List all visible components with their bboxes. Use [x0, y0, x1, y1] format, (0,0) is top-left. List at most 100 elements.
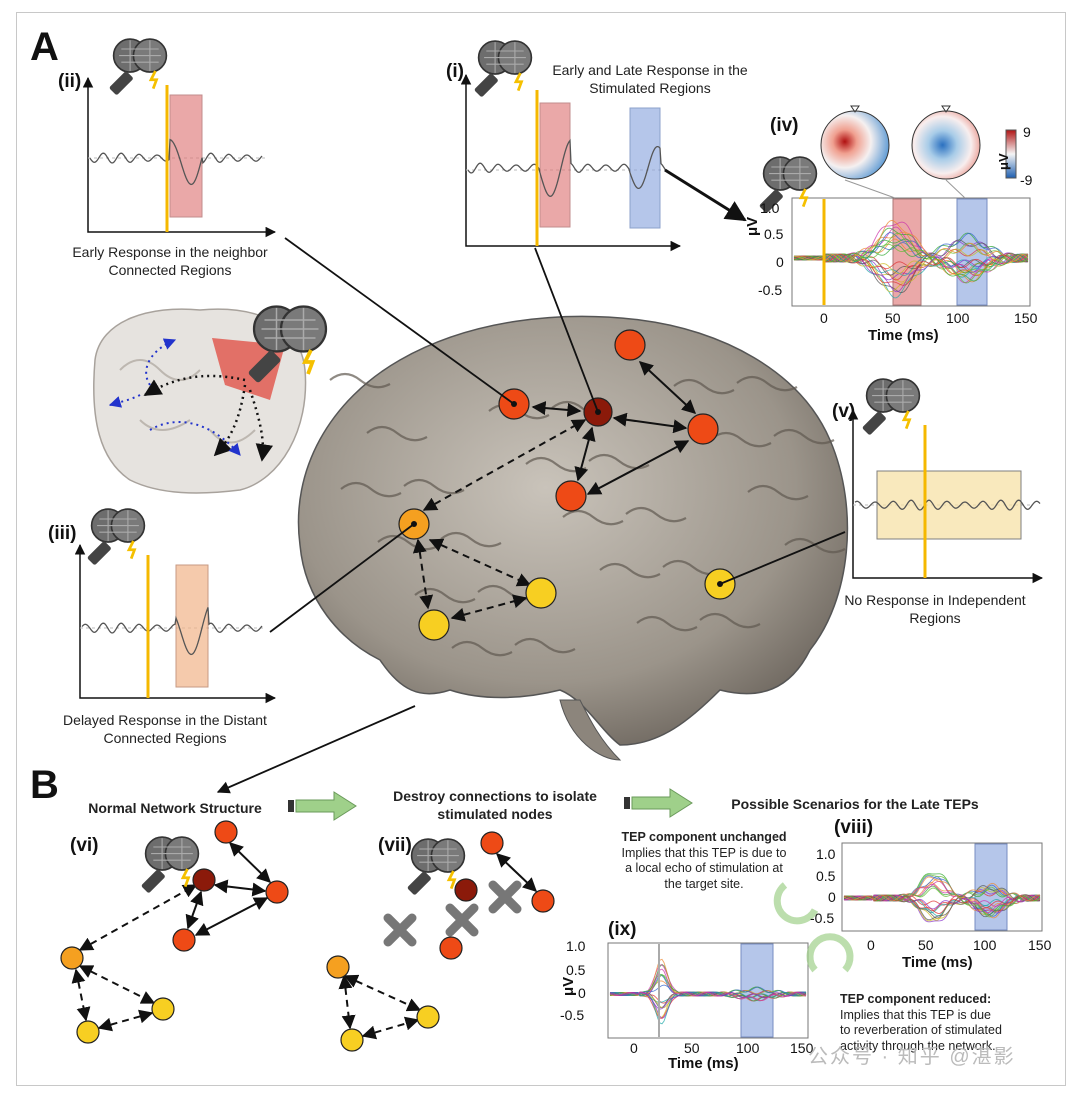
brain-sulcus [562, 509, 624, 526]
brain-sulcus [329, 372, 391, 389]
viii-xtick-1: 50 [918, 937, 934, 953]
ii-early-window [169, 94, 203, 218]
heading-normal-network: Normal Network Structure [88, 800, 262, 816]
viii-channel-trace [843, 876, 1041, 902]
vii-node [326, 955, 350, 979]
note-reduced-line2: to reverberation of stimulated [840, 1023, 1002, 1038]
iv-xlabel: Time (ms) [868, 327, 939, 344]
brain-connection [450, 594, 528, 622]
vii-node [480, 831, 504, 855]
v-waveform [854, 499, 1041, 511]
ii-axes [82, 76, 277, 238]
ix-xtick-1: 50 [684, 1040, 700, 1056]
brain-sulcus [773, 428, 835, 445]
brain-sulcus [710, 431, 772, 448]
ix-ytick-2: 0 [578, 985, 586, 1001]
node-distant-2 [525, 577, 557, 609]
iv-xtick-3: 150 [1014, 310, 1038, 326]
brain-sulcus [636, 615, 698, 632]
viii-channel-trace [843, 887, 1041, 918]
viii-plot-frame [841, 842, 1043, 932]
caption-i-line2: Stimulated Regions [589, 79, 711, 96]
caption-v-line2: Regions [909, 609, 961, 626]
topomap-link-early [844, 179, 896, 199]
viii-ytick-1: 0.5 [816, 868, 836, 884]
green-arrow-1-tail [288, 800, 294, 812]
topomap-noses [850, 105, 951, 113]
note-unchanged-line3: the target site. [664, 876, 744, 891]
arrow-i-to-iv [664, 168, 747, 222]
arrow-brain-to-b [216, 705, 416, 794]
leader-iii-dot [411, 521, 417, 527]
coronal-path-black-3 [248, 389, 273, 462]
brain-connection [612, 412, 688, 434]
iv-ytick-2: 0 [776, 254, 784, 270]
colorbar [1005, 129, 1017, 179]
iv-ytick-3: -0.5 [758, 282, 783, 298]
node-distant-3 [418, 609, 450, 641]
caption-ii-line1: Early Response in the neighbor [72, 244, 268, 260]
vii-node [531, 889, 555, 913]
ix-xtick-3: 150 [790, 1040, 814, 1056]
note-unchanged-line1: Implies that this TEP is due to [621, 845, 787, 860]
label-ii: (ii) [58, 71, 82, 92]
iv-ylabel: μV [744, 216, 761, 236]
vi-node [265, 880, 289, 904]
vi-node [192, 868, 216, 892]
vi-connection [78, 965, 156, 1004]
stimulated-cortex-area [212, 338, 285, 400]
figure-frame [16, 12, 1066, 1086]
ix-xtick-0: 0 [630, 1040, 638, 1056]
colorbar-unit: μV [996, 153, 1011, 170]
leader-v [719, 531, 846, 585]
iv-channel-trace [793, 253, 1029, 293]
topomap-late [911, 110, 981, 180]
note-reduced-title: TEP component reduced: [840, 992, 992, 1006]
iv-channel-trace [793, 253, 1029, 278]
vii-node [439, 936, 463, 960]
brain-sulcus [699, 612, 761, 629]
v-axes [847, 408, 1044, 584]
coronal-path-black-1 [143, 374, 246, 397]
label-vii: (vii) [378, 835, 412, 856]
note-reduced-line1: Implies that this TEP is due [840, 1007, 992, 1022]
node-neighbor-3 [555, 480, 587, 512]
viii-xlabel: Time (ms) [902, 954, 973, 971]
iii-axes [74, 543, 277, 704]
vi-connection [228, 842, 272, 883]
viii-channel-trace [843, 894, 1041, 919]
brain-connection [422, 419, 587, 511]
brain-connection [586, 440, 690, 495]
brain-connection [428, 538, 532, 587]
i-waveform [467, 138, 667, 197]
brain-stem [559, 699, 622, 761]
loop-arrow-ix [806, 933, 854, 973]
node-neighbor-2 [687, 413, 719, 445]
green-arrow-1 [295, 791, 357, 821]
vii-node [454, 878, 478, 902]
ix-xlabel: Time (ms) [668, 1055, 739, 1072]
note-reduced-line3: activity through the network. [840, 1038, 996, 1053]
viii-channel-trace [843, 894, 1041, 914]
i-axes [460, 73, 682, 252]
colorbar-min: -9 [1020, 172, 1033, 188]
vi-node [60, 946, 84, 970]
ix-channel-trace [609, 968, 807, 1002]
cut-connection-x [445, 903, 479, 937]
leader-v-dot [717, 581, 723, 587]
panel-letter-b: B [30, 763, 59, 807]
topomap-link-late [945, 179, 966, 199]
label-viii: (viii) [834, 817, 874, 838]
brain-sulcus [736, 375, 798, 392]
heading-destroy-line2: stimulated nodes [437, 805, 553, 822]
iv-xtick-1: 50 [885, 310, 901, 326]
label-v: (v) [832, 401, 856, 422]
brain-connection [531, 401, 582, 417]
brain-sulcus [514, 637, 576, 654]
label-ix: (ix) [608, 919, 637, 940]
caption-ii-line2: Connected Regions [108, 261, 232, 278]
vii-connection [495, 853, 538, 892]
brain-sulcus [366, 425, 428, 442]
brain-connection [638, 361, 697, 414]
ix-ytick-0: 1.0 [566, 938, 586, 954]
